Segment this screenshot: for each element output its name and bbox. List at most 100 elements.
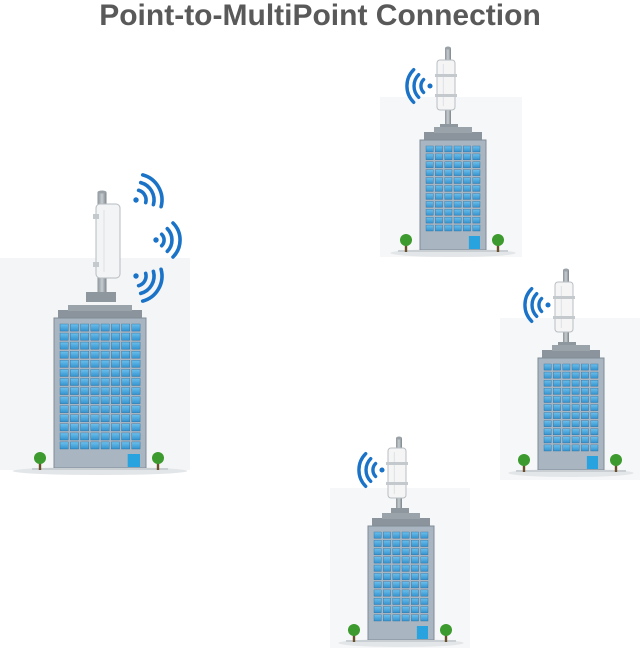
wifi-signal-dot xyxy=(133,273,138,278)
window xyxy=(132,424,140,431)
window xyxy=(435,162,442,168)
window xyxy=(122,415,130,422)
window xyxy=(435,170,442,176)
window xyxy=(374,615,381,621)
window xyxy=(572,429,579,435)
window xyxy=(393,582,400,588)
window xyxy=(383,607,390,613)
window xyxy=(445,201,452,207)
wifi-signal-dot xyxy=(153,237,158,242)
window xyxy=(60,333,68,340)
window xyxy=(393,607,400,613)
window xyxy=(421,598,428,604)
window xyxy=(383,565,390,571)
window xyxy=(81,424,89,431)
window xyxy=(544,372,551,378)
window xyxy=(374,565,381,571)
window xyxy=(473,225,480,231)
window xyxy=(591,396,598,402)
window xyxy=(581,396,588,402)
window xyxy=(60,378,68,385)
window xyxy=(383,573,390,579)
window xyxy=(60,406,68,413)
window xyxy=(122,378,130,385)
window xyxy=(572,380,579,386)
window xyxy=(81,378,89,385)
window xyxy=(463,162,470,168)
window xyxy=(563,445,570,451)
wifi-signal-icon xyxy=(539,299,542,312)
window xyxy=(132,351,140,358)
window xyxy=(435,186,442,192)
window xyxy=(81,397,89,404)
window xyxy=(553,413,560,419)
window xyxy=(591,364,598,370)
window xyxy=(421,540,428,546)
window xyxy=(60,388,68,395)
window xyxy=(445,170,452,176)
window xyxy=(402,532,409,538)
window xyxy=(81,442,89,449)
window xyxy=(563,396,570,402)
window xyxy=(435,217,442,223)
window xyxy=(572,396,579,402)
tree-icon xyxy=(34,452,46,464)
antenna-bracket xyxy=(93,262,99,267)
window xyxy=(473,146,480,152)
window xyxy=(111,369,119,376)
wifi-signal-dot xyxy=(427,83,432,88)
window xyxy=(383,532,390,538)
window xyxy=(81,415,89,422)
window xyxy=(402,598,409,604)
cpe-antenna xyxy=(388,448,406,498)
window xyxy=(435,146,442,152)
window xyxy=(572,364,579,370)
wifi-signal-icon xyxy=(373,464,376,477)
window xyxy=(454,154,461,160)
window xyxy=(454,209,461,215)
tree-icon xyxy=(610,454,622,466)
window xyxy=(454,217,461,223)
window xyxy=(563,364,570,370)
window xyxy=(591,405,598,411)
window xyxy=(70,406,78,413)
window xyxy=(426,162,433,168)
window xyxy=(473,170,480,176)
cpe-bracket xyxy=(553,296,575,299)
window xyxy=(445,209,452,215)
wifi-signal-icon xyxy=(162,234,164,245)
window xyxy=(563,437,570,443)
window xyxy=(81,333,89,340)
window xyxy=(101,415,109,422)
window xyxy=(435,178,442,184)
window xyxy=(553,429,560,435)
window xyxy=(563,372,570,378)
window xyxy=(70,433,78,440)
window xyxy=(383,557,390,563)
window xyxy=(563,380,570,386)
window xyxy=(393,573,400,579)
window xyxy=(572,421,579,427)
window xyxy=(411,582,418,588)
window xyxy=(426,225,433,231)
window xyxy=(91,333,99,340)
window xyxy=(60,324,68,331)
window xyxy=(111,324,119,331)
window xyxy=(374,549,381,555)
window xyxy=(101,369,109,376)
window xyxy=(591,388,598,394)
window xyxy=(435,201,442,207)
window xyxy=(374,573,381,579)
window xyxy=(402,582,409,588)
window xyxy=(81,360,89,367)
ground-line xyxy=(346,640,456,642)
window xyxy=(426,154,433,160)
window xyxy=(581,421,588,427)
window xyxy=(426,170,433,176)
window xyxy=(591,380,598,386)
window xyxy=(553,388,560,394)
window xyxy=(454,146,461,152)
window xyxy=(563,388,570,394)
mast-cap xyxy=(563,269,569,272)
window xyxy=(445,217,452,223)
